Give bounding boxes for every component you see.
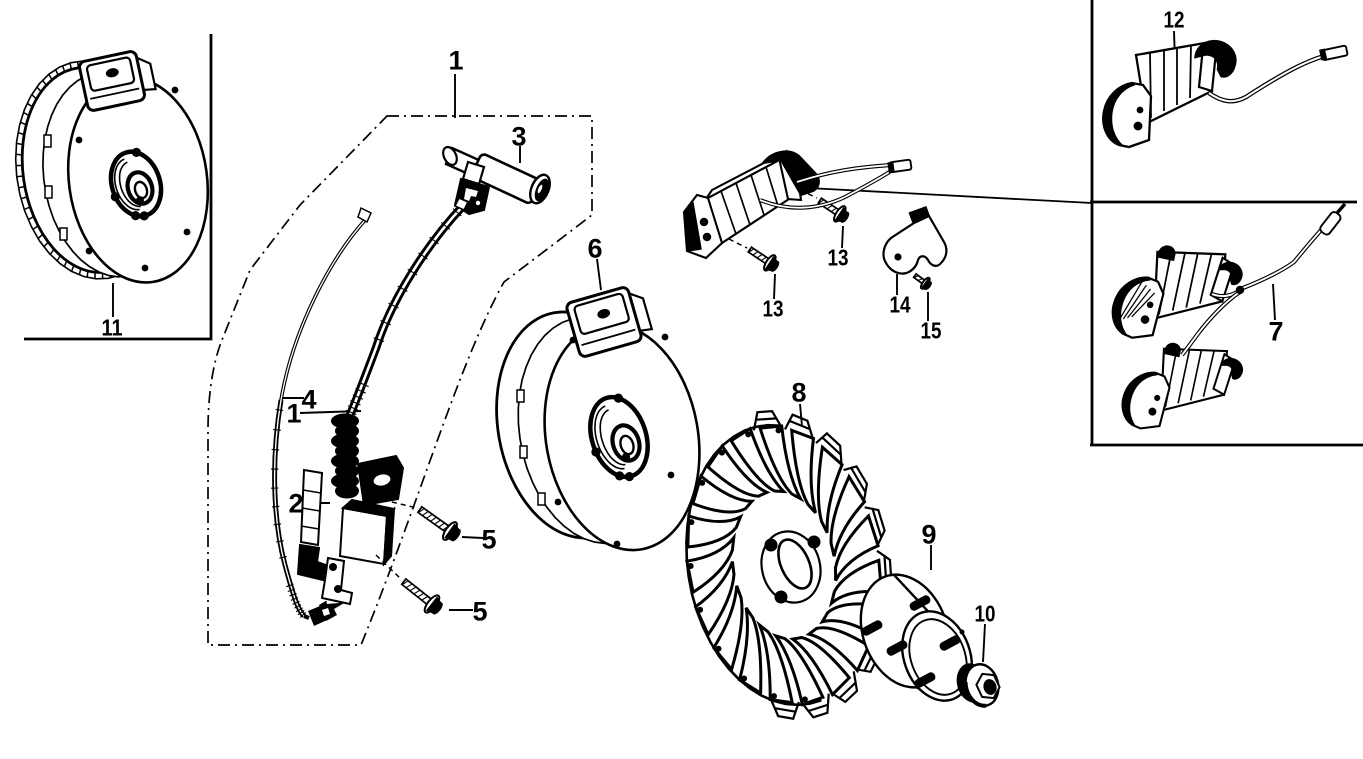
- svg-text:10: 10: [975, 601, 996, 627]
- svg-text:8: 8: [791, 378, 806, 408]
- svg-text:2: 2: [288, 489, 303, 519]
- svg-text:13: 13: [828, 245, 849, 271]
- svg-text:13: 13: [763, 296, 784, 322]
- svg-text:1: 1: [448, 46, 463, 76]
- svg-text:14: 14: [890, 292, 911, 318]
- svg-text:4: 4: [301, 385, 316, 415]
- svg-text:9: 9: [921, 520, 936, 550]
- svg-text:5: 5: [481, 525, 496, 555]
- svg-text:15: 15: [921, 318, 942, 344]
- svg-text:7: 7: [1268, 317, 1283, 347]
- svg-text:6: 6: [587, 234, 602, 264]
- svg-text:1: 1: [286, 399, 301, 429]
- svg-text:12: 12: [1164, 7, 1185, 33]
- svg-text:5: 5: [472, 597, 487, 627]
- svg-text:3: 3: [511, 122, 526, 152]
- svg-text:11: 11: [102, 315, 123, 341]
